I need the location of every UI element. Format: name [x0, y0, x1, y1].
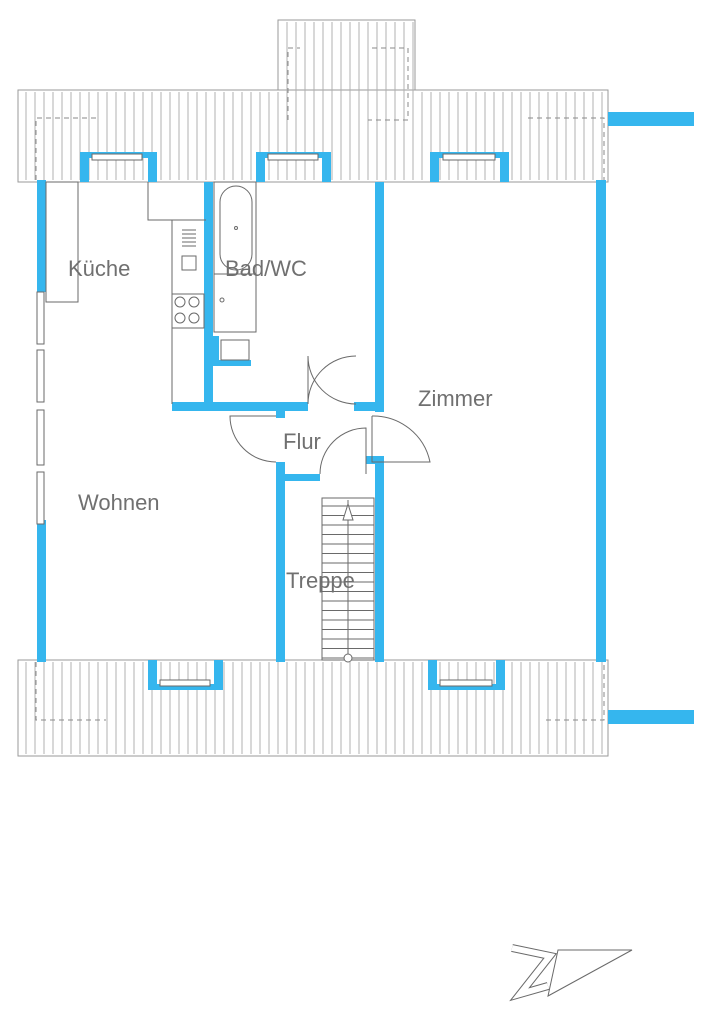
- windows: [36, 153, 496, 687]
- room-label-bad: Bad/WC: [225, 256, 307, 281]
- kitchen-fixtures: [45, 181, 206, 404]
- room-label-zimmer: Zimmer: [418, 386, 493, 411]
- walls: [37, 112, 694, 724]
- room-label-kueche: Küche: [68, 256, 130, 281]
- room-label-treppe: Treppe: [286, 568, 355, 593]
- room-label-wohnen: Wohnen: [78, 490, 160, 515]
- doors: [229, 355, 431, 475]
- staircase: [321, 497, 375, 663]
- north-arrow-icon: N: [509, 944, 633, 1002]
- roof-bottom: [17, 659, 609, 757]
- roof-top: [17, 19, 609, 183]
- bath-fixtures: [213, 181, 257, 361]
- room-label-flur: Flur: [283, 429, 321, 454]
